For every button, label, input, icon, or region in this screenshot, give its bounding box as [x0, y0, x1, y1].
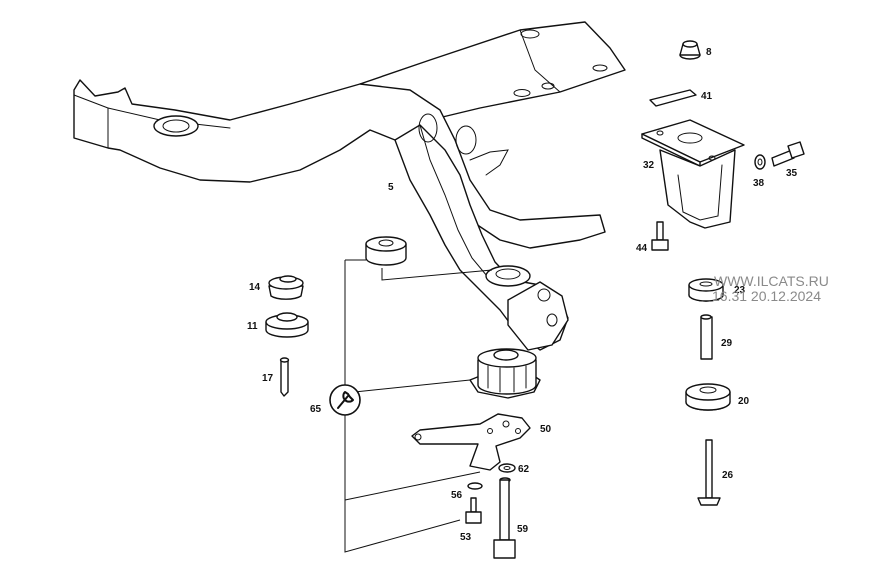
wrench-icon: [329, 384, 361, 416]
buffer-part-8[interactable]: [679, 40, 701, 60]
washer-part-38[interactable]: [754, 154, 766, 170]
callout-14: 14: [249, 282, 261, 293]
plate-part-50[interactable]: [411, 413, 531, 471]
callout-41: 41: [701, 91, 713, 102]
callout-44: 44: [636, 243, 648, 254]
buffer-part-11[interactable]: [265, 312, 309, 338]
assembly-set-65-bracket: [344, 259, 493, 553]
rubber-mount-part-23[interactable]: [688, 278, 724, 302]
callout-11: 11: [247, 321, 258, 332]
upper-mount-rubber[interactable]: [365, 236, 407, 266]
watermark-timestamp: 16.31 20.12.2024: [712, 288, 821, 304]
callout-5: 5: [388, 182, 394, 193]
main-mount-rubber[interactable]: [469, 348, 541, 399]
bolt-part-26[interactable]: [697, 439, 721, 506]
bolt-part-53[interactable]: [465, 497, 482, 524]
callout-65: 65: [310, 404, 322, 415]
callout-23: 23: [734, 285, 746, 296]
pin-part-17[interactable]: [279, 357, 290, 397]
watermark-site: WWW.ILCATS.RU: [714, 273, 829, 289]
callout-62: 62: [518, 464, 530, 475]
callout-56: 56: [451, 490, 463, 501]
bolt-part-44[interactable]: [651, 221, 669, 251]
bolt-part-59[interactable]: [493, 477, 516, 559]
callout-8: 8: [706, 47, 712, 58]
callout-38: 38: [753, 178, 765, 189]
callout-17: 17: [262, 373, 274, 384]
callout-53: 53: [460, 532, 472, 543]
callout-20: 20: [738, 396, 750, 407]
washer-part-62[interactable]: [498, 463, 516, 473]
strip-part-41[interactable]: [649, 89, 697, 107]
rubber-mount-part-20[interactable]: [685, 383, 731, 411]
callout-32: 32: [643, 160, 655, 171]
bolt-part-35[interactable]: [771, 141, 805, 167]
axle-carrier-part-5[interactable]: [73, 21, 626, 351]
callout-29: 29: [721, 338, 733, 349]
callout-50: 50: [540, 424, 552, 435]
buffer-part-14[interactable]: [268, 275, 304, 300]
callout-26: 26: [722, 470, 734, 481]
callout-35: 35: [786, 168, 798, 179]
washer-part-56[interactable]: [467, 482, 483, 490]
bracket-part-32[interactable]: [641, 119, 745, 229]
sleeve-part-29[interactable]: [700, 314, 713, 360]
callout-59: 59: [517, 524, 529, 535]
